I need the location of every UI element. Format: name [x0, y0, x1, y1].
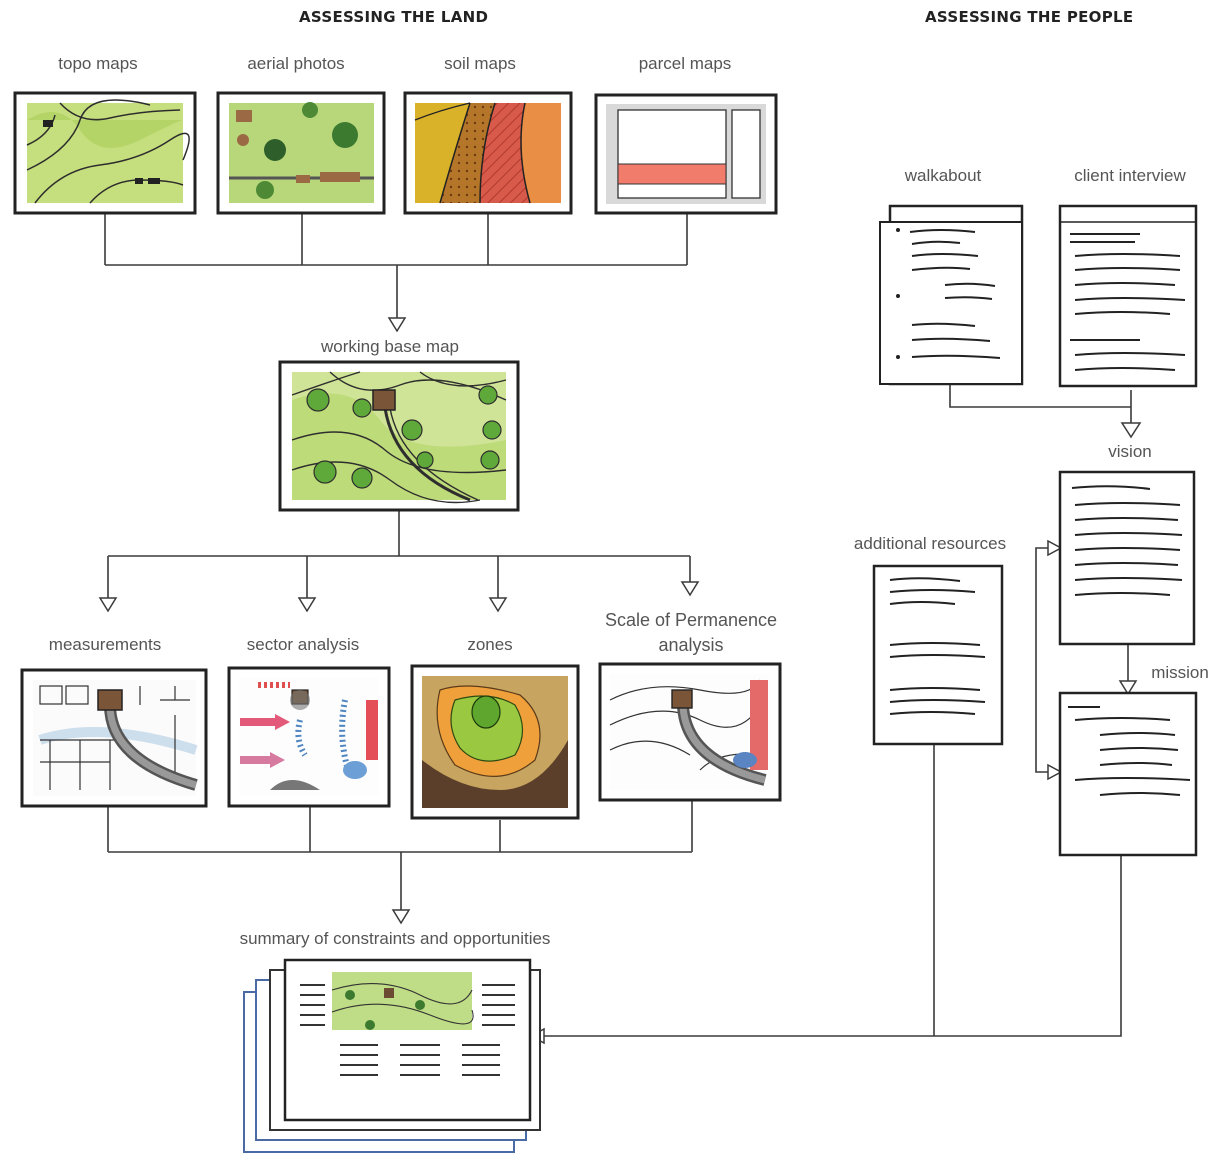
label-aerial-photos: aerial photos [247, 54, 345, 73]
label-parcel-maps: parcel maps [638, 54, 732, 73]
label-vision: vision [1108, 442, 1152, 461]
walkabout-notes-image [879, 204, 1024, 386]
label-working-base-map: working base map [321, 337, 459, 356]
arrow-to-vision [1120, 422, 1142, 439]
connector-people-to-vision [949, 385, 1132, 423]
arrow-to-base [387, 317, 407, 333]
connectors [104, 206, 1132, 1037]
arrow-bracket-mission [1047, 763, 1063, 781]
vision-document-image [1058, 470, 1196, 646]
soil-map-image [403, 91, 573, 215]
arrow-to-summary [391, 909, 411, 925]
connector-base-to-analyses [107, 510, 691, 598]
additional-resources-document-image [872, 564, 1004, 746]
arrow-to-zones [488, 597, 508, 613]
client-interview-notes-image [1058, 204, 1198, 388]
header-assessing-land: ASSESSING THE LAND [299, 8, 489, 26]
aerial-photo-image [216, 91, 386, 215]
connector-additional-bracket [1035, 547, 1048, 773]
label-sector-analysis: sector analysis [246, 635, 360, 654]
parcel-map-image [594, 93, 778, 215]
arrow-bracket-vision [1047, 539, 1063, 557]
working-base-map-image [278, 360, 520, 512]
summary-stack-image [243, 958, 541, 1153]
arrow-to-sector [297, 597, 317, 613]
label-measurements: measurements [48, 635, 162, 654]
label-mission: mission [1151, 663, 1209, 682]
header-assessing-people: ASSESSING THE PEOPLE [925, 8, 1134, 26]
zones-map-image [410, 664, 580, 820]
connector-sources-to-base [104, 206, 688, 318]
mission-document-image [1058, 691, 1198, 857]
label-walkabout: walkabout [904, 166, 982, 185]
connector-analyses-to-summary [107, 800, 693, 910]
permanence-map-image [598, 662, 782, 802]
arrowheads [98, 317, 1142, 1045]
arrow-to-mission [1118, 680, 1138, 696]
label-topo-maps: topo maps [58, 54, 138, 73]
label-zones: zones [467, 635, 513, 654]
sector-analysis-map-image [227, 666, 391, 808]
label-scale-of-permanence: Scale of Permanence analysis [604, 610, 778, 655]
connector-people-to-summary [544, 745, 1122, 1037]
label-summary: summary of constraints and opportunities [239, 929, 551, 948]
arrow-to-permanence [680, 581, 700, 597]
topo-map-image [13, 91, 197, 215]
measurements-map-image [20, 668, 208, 808]
label-soil-maps: soil maps [444, 54, 516, 73]
label-client-interview: client interview [1074, 166, 1186, 185]
label-additional-resources: additional resources [853, 534, 1007, 553]
arrow-to-measurements [98, 597, 118, 613]
